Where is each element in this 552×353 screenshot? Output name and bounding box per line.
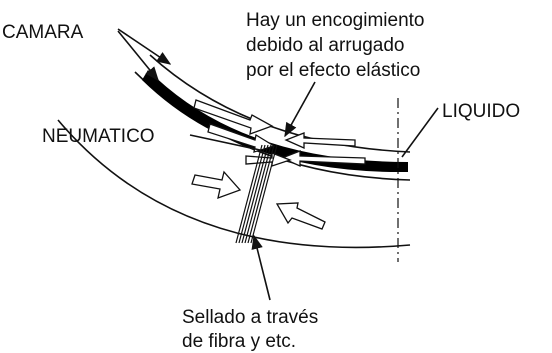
seal-pointer — [251, 234, 271, 301]
shrink-label-line-3: por el efecto elástico — [246, 60, 420, 81]
camara-pointer-inner — [117, 30, 159, 82]
sealing-fiber-bundle — [235, 144, 278, 244]
liquido-pointer — [401, 107, 439, 158]
camara-label: CAMARA — [2, 22, 84, 43]
seal-label-line-2: de fibra y etc. — [182, 331, 296, 352]
seal-label-line-1: Sellado a través — [182, 307, 318, 328]
camara-pointer-outer — [117, 28, 172, 65]
shrink-arrow-lower-right — [280, 150, 366, 168]
shrink-label-line-1: Hay un encogimiento — [246, 10, 425, 31]
neumatico-pointer — [189, 134, 261, 151]
liquido-label: LIQUIDO — [442, 101, 520, 122]
shrink-label-line-2: debido al arrugado — [246, 35, 404, 56]
neumatico-label: NEUMATICO — [42, 126, 155, 147]
shrink-arrow-upper-right — [284, 132, 356, 150]
shrink-pointer — [284, 81, 316, 138]
shrink-arrow-upper-left — [193, 99, 274, 135]
squeeze-arrow-left — [191, 170, 242, 200]
neumatico-inner-edge — [57, 119, 411, 249]
squeeze-arrow-right — [275, 202, 326, 230]
